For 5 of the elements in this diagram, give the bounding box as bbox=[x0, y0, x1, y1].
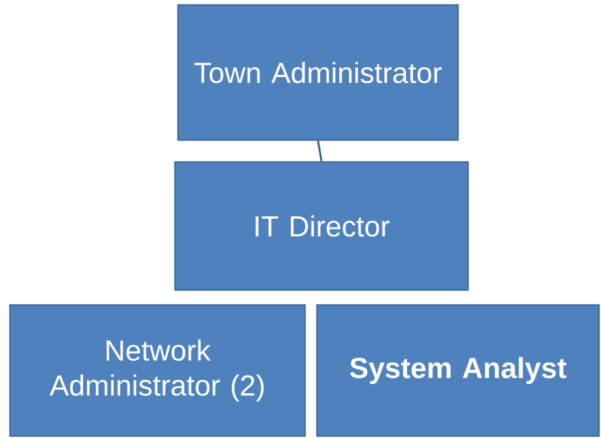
title-box: System Analyst bbox=[316, 304, 600, 437]
connector-line bbox=[317, 140, 322, 162]
title-box: IT Director bbox=[174, 161, 469, 291]
title-box: Network Administrator (2) bbox=[9, 304, 306, 437]
title-box: Town Administrator bbox=[177, 4, 459, 141]
